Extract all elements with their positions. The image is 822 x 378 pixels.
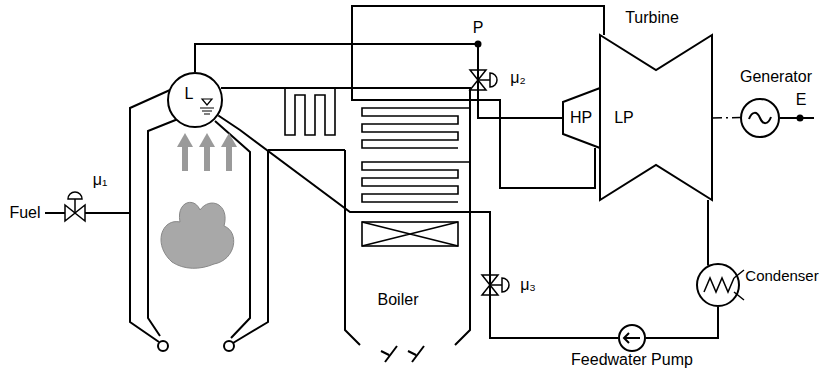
economizer-coil: [362, 162, 470, 202]
drum-outline-part: [200, 108, 214, 114]
heating-surfaces: [285, 88, 470, 246]
component-name: Condenser: [745, 268, 818, 283]
steam-drum: L: [167, 72, 223, 128]
signal-name: E: [796, 92, 807, 108]
lp-outline: [600, 35, 712, 200]
turbine-stage-name: HP: [570, 110, 592, 126]
flame: [161, 202, 234, 268]
ash-hopper-marks-part: [408, 346, 424, 362]
hp-turbine: HP: [563, 88, 600, 148]
hp-outline: [563, 88, 600, 148]
steam-valve-part: [490, 73, 497, 87]
flue-gas-arrows-part: [204, 145, 210, 171]
exhaust-pipe: [707, 200, 709, 265]
drum-outline: [168, 73, 222, 127]
condensate-pipe: [646, 307, 718, 338]
flue-gas-arrows-part: [199, 133, 215, 147]
flue-gas-arrows-part: [177, 133, 193, 147]
superheater-coil: [285, 88, 335, 135]
gen-outline: [741, 99, 779, 137]
lower-header: [158, 341, 168, 351]
ash-hopper-marks: [381, 346, 424, 362]
flue-gas-arrows-part: [221, 133, 237, 147]
cond-outline: [697, 264, 744, 306]
valve-symbol-name: μ₁: [93, 172, 108, 188]
signal-name: P: [473, 20, 484, 36]
air-heater-cross: [362, 222, 458, 246]
generator-symbol: Generator: [740, 98, 780, 138]
furnace-left-outer-wall: [130, 90, 170, 342]
flue-gas-arrows-part: [182, 145, 188, 171]
lower-header: [224, 341, 234, 351]
ash-hopper-marks-part: [381, 346, 397, 362]
pump-symbol-shape: [618, 324, 646, 352]
shaft-line: [712, 117, 740, 119]
air-heater: [362, 222, 458, 246]
furnace-right-outer-wall: [233, 150, 268, 343]
hp-outline-part: [563, 88, 600, 148]
reheat-steam-pipe: [352, 6, 604, 188]
pump-outline-part: [624, 333, 640, 343]
main-steam-pipe: [195, 44, 563, 118]
fuel-valve-part: [68, 192, 82, 199]
cond-outline-part: [734, 270, 744, 300]
pump-symbol: Feedwater Pump: [618, 324, 646, 352]
lp-turbine: TurbineLP: [600, 35, 712, 200]
valve-symbol-name: μ₃: [520, 277, 536, 293]
steam-valve: [470, 70, 497, 90]
boiler-walls: [130, 88, 470, 351]
output-terminal: [797, 115, 804, 122]
feedwater-pipe: [218, 116, 618, 338]
component-name: Generator: [740, 69, 812, 85]
fuel-valve-part: [74, 199, 76, 213]
valve-symbol-name: μ₂: [510, 70, 525, 86]
fuel-valve: [65, 192, 85, 221]
fuel-line-part: [45, 212, 130, 214]
lp-outline-part: [600, 35, 712, 200]
flue-gas-arrows-part: [226, 145, 232, 171]
feedwater-valve-part: [502, 278, 509, 292]
component-name: Feedwater Pump: [571, 352, 693, 368]
rear-pass-front-wall: [345, 150, 360, 345]
pump-outline-part: [619, 325, 645, 351]
turbine-stage-name: LP: [614, 110, 634, 126]
generator-symbol-shape: [740, 98, 780, 138]
feedwater-valve: [482, 275, 509, 295]
cond-outline-part: [704, 278, 734, 292]
steam-valve-part: [478, 79, 490, 81]
fuel-line: [45, 212, 130, 214]
gen-outline-part: [749, 113, 771, 123]
turbine-heading: Turbine: [625, 10, 679, 26]
feedwater-valve-part: [490, 284, 502, 286]
fuel-valve-part: [75, 205, 85, 221]
input-name: Fuel: [9, 205, 40, 221]
drum-outline-part: [202, 99, 212, 105]
reheater-coil: [362, 108, 470, 148]
level-symbol-text: L: [185, 86, 194, 102]
furnace-nose: [268, 149, 345, 151]
steam-drum-shape: [167, 72, 223, 128]
drum-outline-part: [168, 73, 222, 127]
cond-outline-part: [697, 264, 739, 306]
condenser-symbol: Condenser: [696, 263, 740, 307]
flue-gas-arrows: [177, 133, 237, 171]
condenser-symbol-shape: [696, 263, 740, 307]
pump-outline: [619, 325, 645, 351]
gen-outline-part: [741, 99, 779, 137]
component-name: Boiler: [378, 292, 419, 308]
boiler-roof: [221, 88, 470, 345]
fuel-valve-part: [65, 205, 75, 221]
